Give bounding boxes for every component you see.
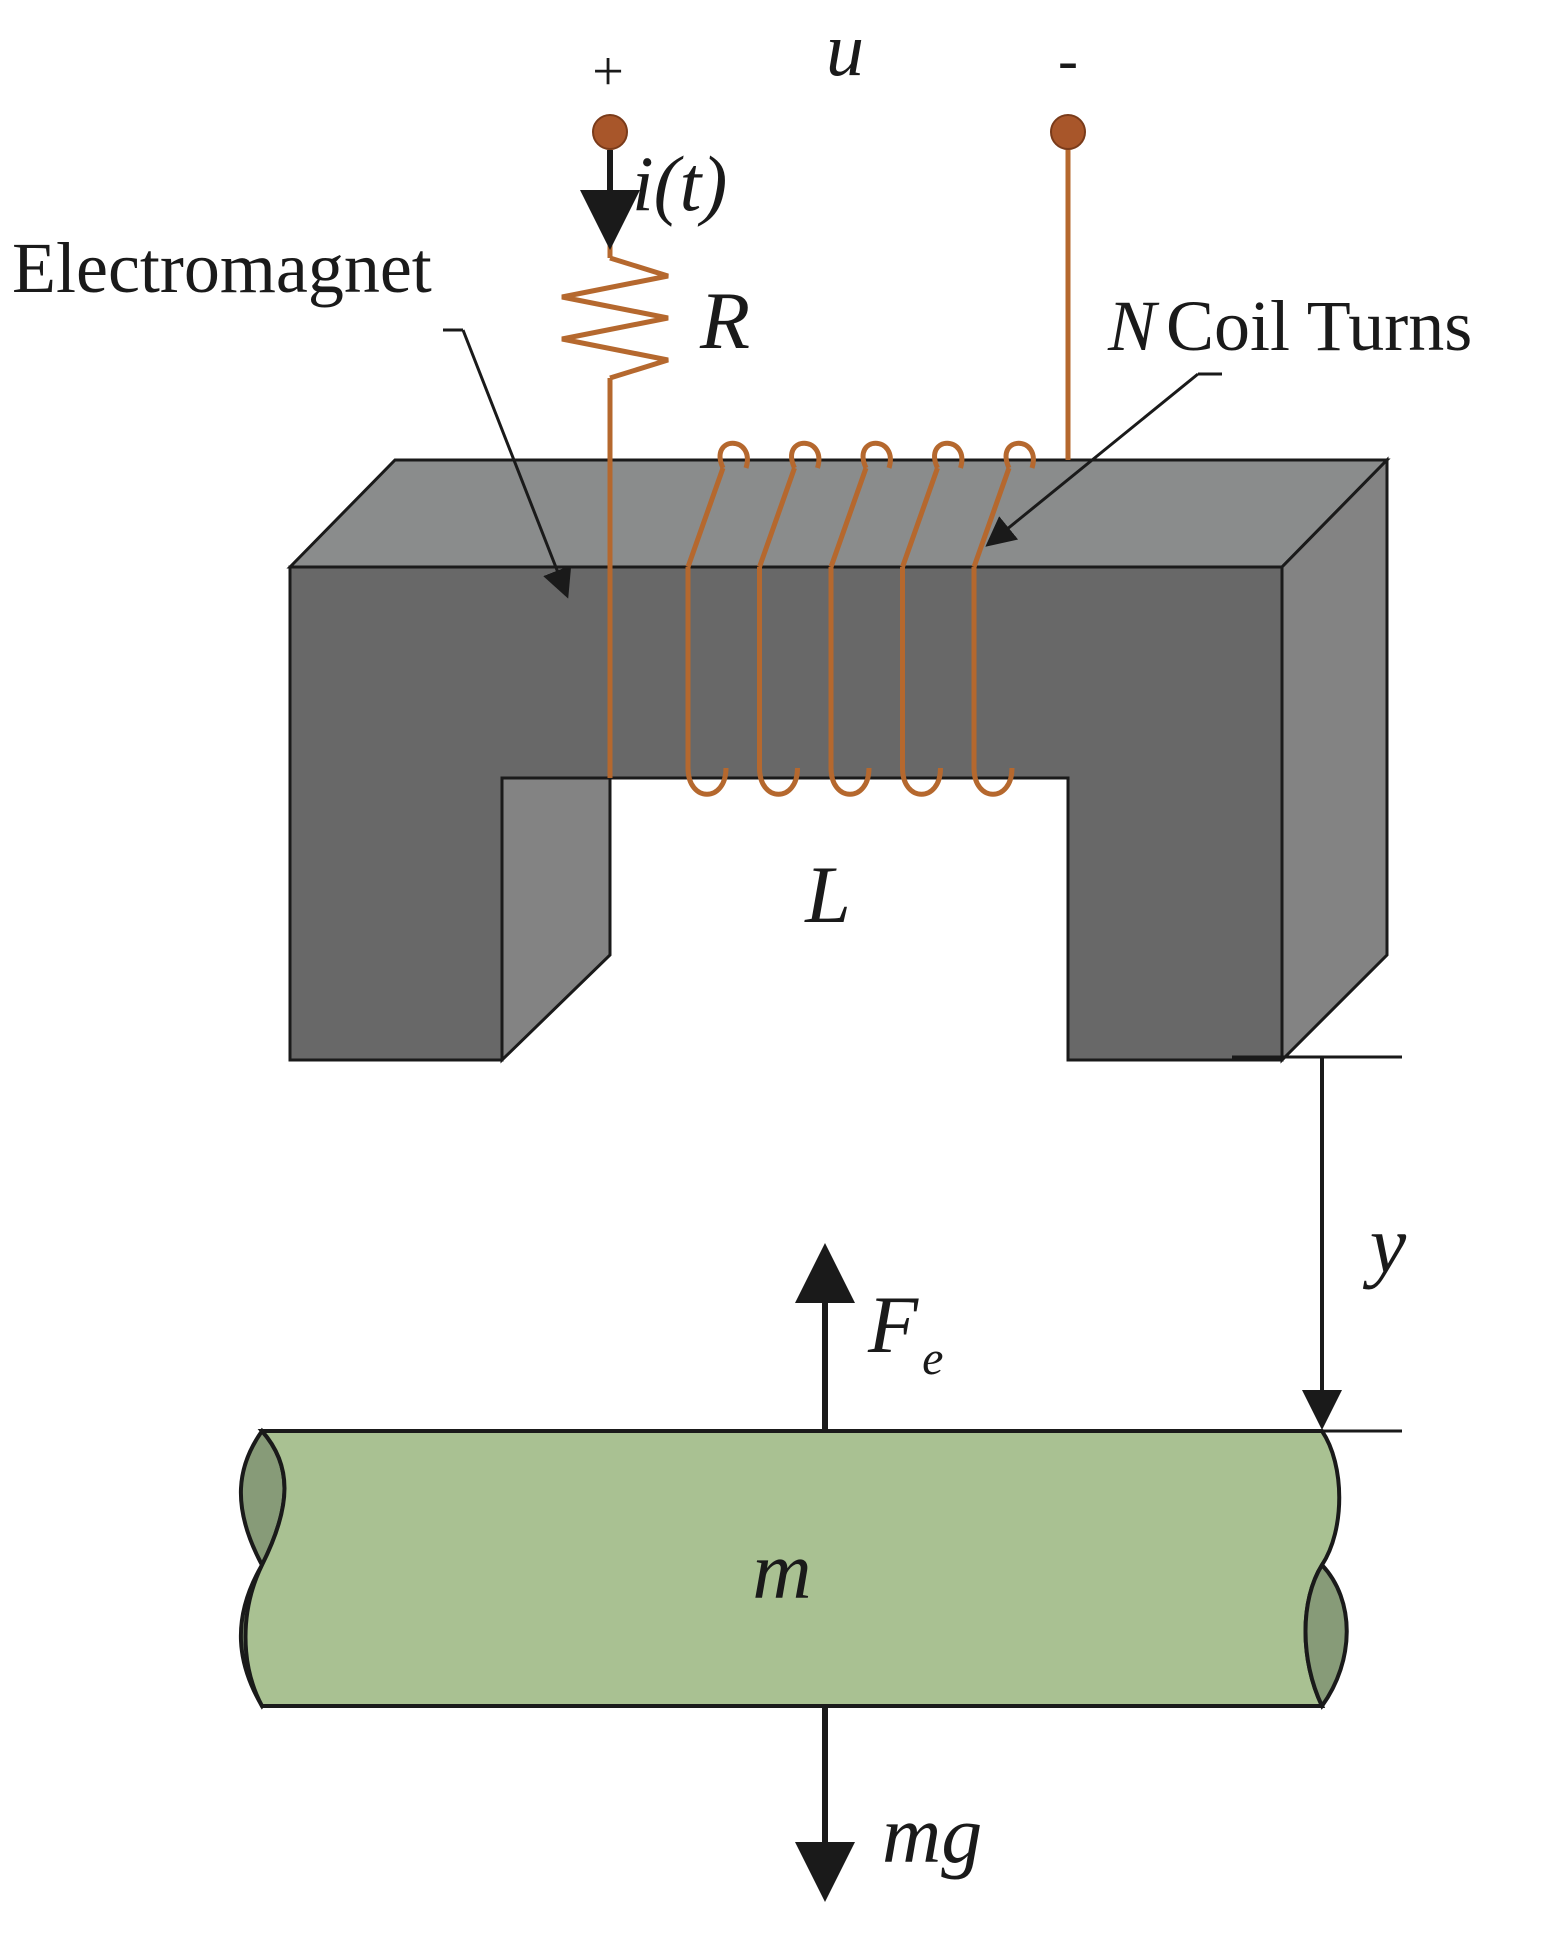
inductance-label: L xyxy=(804,849,851,940)
electromagnet-core xyxy=(286,456,1391,1064)
coil-turn-top-loop xyxy=(1003,440,1036,470)
coil-turn-bottom-loop xyxy=(828,767,872,797)
coil-turn-top-loop xyxy=(932,440,965,470)
positive-terminal-label: + xyxy=(592,41,624,103)
coil-turn-top-loop xyxy=(789,440,822,470)
positive-terminal xyxy=(592,114,628,150)
resistor-symbol xyxy=(561,255,669,381)
mass-label: m xyxy=(752,1525,811,1616)
gap-label: y xyxy=(1363,1199,1407,1290)
electromagnet-pointer xyxy=(443,328,572,599)
coil-turns-text: Coil Turns xyxy=(1166,286,1472,366)
core-right-face xyxy=(1280,456,1389,1064)
current-label: i(t) xyxy=(632,140,727,227)
coil-turn-top xyxy=(900,467,940,568)
core-inner-left-face xyxy=(500,776,612,1064)
levitated-mass xyxy=(238,1427,1349,1710)
weight-label: mg xyxy=(882,1789,982,1880)
resistance-label: R xyxy=(699,275,750,366)
coil-turn-bottom-loop xyxy=(900,767,943,797)
negative-terminal xyxy=(1050,114,1086,150)
mass-right-end xyxy=(1303,1561,1349,1710)
voltage-label: u xyxy=(826,8,864,92)
coil-turn-top xyxy=(757,467,797,568)
force-subscript: e xyxy=(922,1332,943,1385)
negative-terminal-label: - xyxy=(1058,27,1078,93)
force-symbol: F xyxy=(867,1279,919,1370)
coil-turn-top-loop xyxy=(717,440,750,470)
coil-turn-top-loop xyxy=(860,440,893,470)
coil-count-symbol: N xyxy=(1107,286,1160,366)
core-front-face xyxy=(288,565,1284,1062)
coil-turns-pointer xyxy=(985,372,1222,547)
coil-winding xyxy=(685,440,1036,797)
coil-turn-bottom-loop xyxy=(757,767,800,797)
coil-turn-top xyxy=(685,467,726,568)
electromagnetic-force-label: Fe xyxy=(867,1279,943,1385)
coil-turn-bottom-loop xyxy=(685,767,729,797)
coil-turn-bottom-loop xyxy=(971,767,1015,797)
coil-turn-top xyxy=(828,467,869,568)
electromagnet-label: Electromagnet xyxy=(12,228,432,308)
gap-dimension xyxy=(1232,1055,1402,1433)
